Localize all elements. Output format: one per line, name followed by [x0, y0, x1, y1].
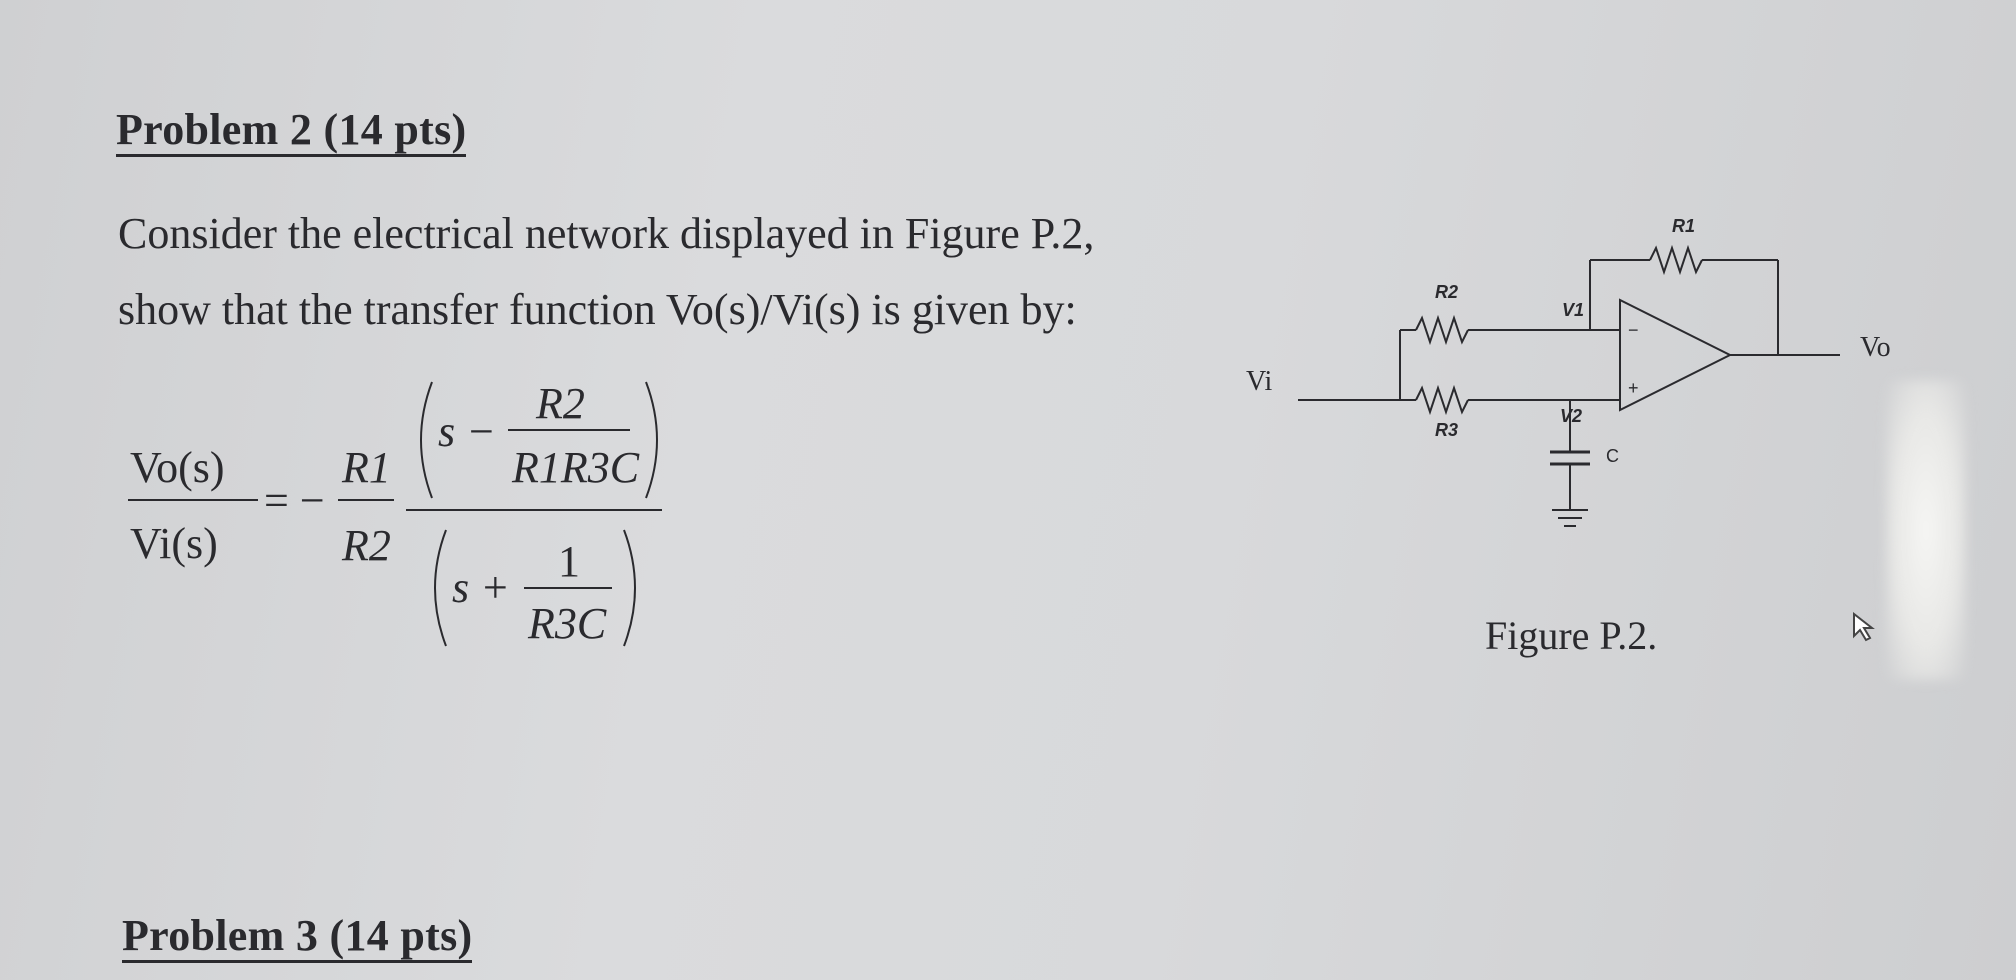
- label-r3: R3: [1435, 420, 1458, 440]
- resistor-r3: [1415, 384, 1469, 416]
- figure-caption: Figure P.2.: [1485, 613, 1658, 658]
- label-c: C: [1606, 446, 1619, 466]
- lhs-denominator: Vi(s): [130, 519, 218, 568]
- top-fraction-numerator: R2: [535, 379, 585, 428]
- top-s-term: s −: [438, 407, 496, 456]
- screen-glare: [1886, 380, 1966, 680]
- label-v2: V2: [1560, 406, 1582, 426]
- ratio-denominator: R2: [341, 521, 391, 570]
- lhs-numerator: Vo(s): [130, 443, 225, 492]
- bottom-fraction-denominator: R3C: [527, 599, 607, 648]
- problem-2-text-line-1: Consider the electrical network displaye…: [118, 209, 1095, 258]
- top-fraction-denominator: R1R3C: [511, 443, 640, 492]
- label-vi: Vi: [1246, 366, 1273, 397]
- problem-2-text-line-2: show that the transfer function Vo(s)/Vi…: [118, 285, 1077, 334]
- label-v1: V1: [1562, 300, 1584, 320]
- resistor-r2: [1415, 314, 1469, 346]
- ratio-numerator: R1: [341, 443, 391, 492]
- transfer-function-equation: Vo(s) Vi(s) = − R1 R2 s − R2 R1R3C s + 1…: [128, 379, 662, 648]
- equals-minus-sign: = −: [264, 476, 325, 525]
- label-r1: R1: [1672, 216, 1695, 236]
- bottom-s-term: s +: [452, 563, 510, 612]
- bottom-fraction-numerator: 1: [558, 537, 580, 586]
- problem-3-heading: Problem 3 (14 pts): [122, 914, 473, 963]
- circuit-diagram: R1 R2 R3 V1 V2 − + C Vi Vo: [1246, 216, 1891, 527]
- op-amp-plus: +: [1628, 378, 1639, 398]
- op-amp: [1619, 298, 1733, 412]
- mouse-pointer-icon: [1850, 611, 1878, 650]
- op-amp-minus: −: [1628, 320, 1639, 340]
- label-r2: R2: [1435, 282, 1458, 302]
- label-vo: Vo: [1860, 332, 1891, 363]
- problem-2-heading: Problem 2 (14 pts): [116, 108, 467, 157]
- resistor-r1: [1649, 244, 1703, 276]
